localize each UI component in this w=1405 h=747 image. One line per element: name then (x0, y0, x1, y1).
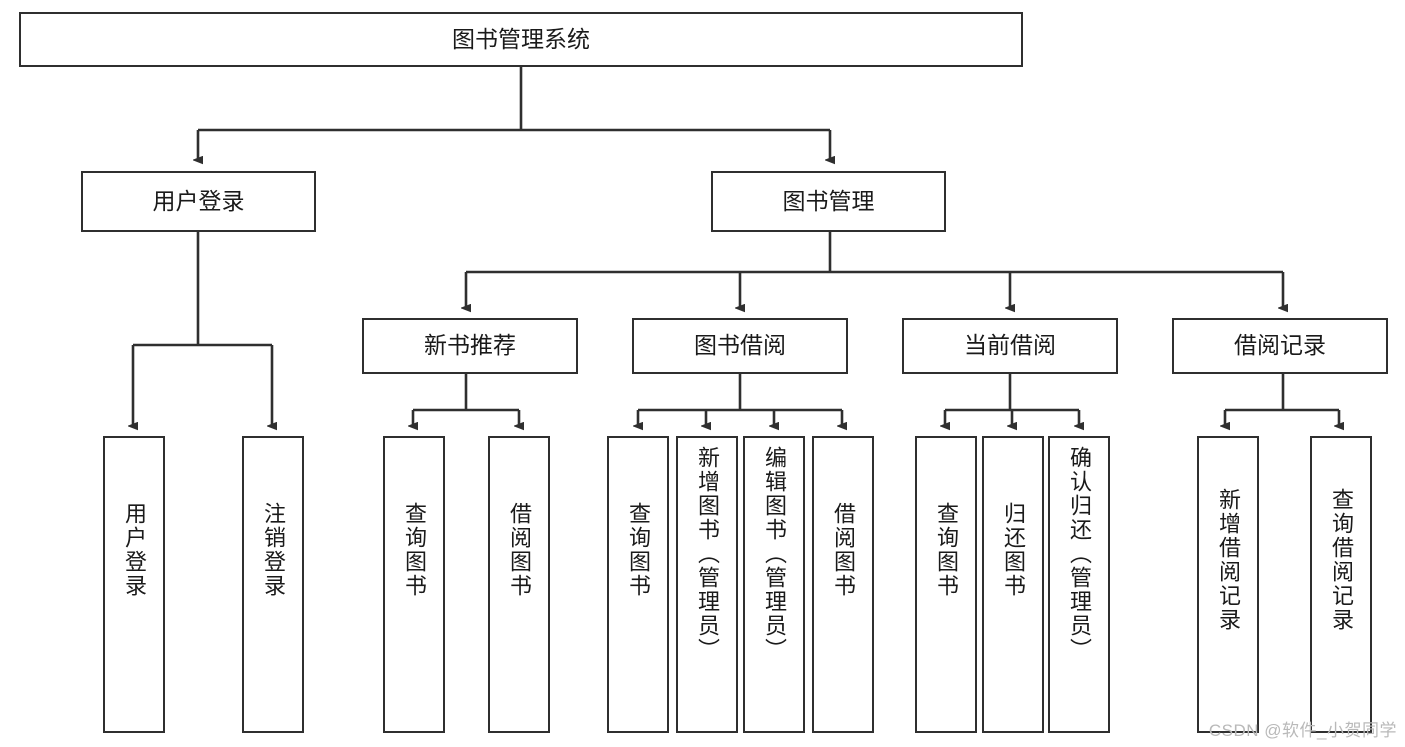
node-label: 借阅记录 (1234, 332, 1326, 359)
node-root-book-management-system[interactable]: 图书管理系统 (19, 12, 1023, 67)
node-book-borrow[interactable]: 图书借阅 (632, 318, 848, 374)
node-new-book-recommend[interactable]: 新书推荐 (362, 318, 578, 374)
node-label: 编辑图书（管理员） (762, 446, 787, 662)
node-leaf-logout-login[interactable]: 注销登录 (242, 436, 304, 733)
node-leaf-query-book-borrow[interactable]: 查询图书 (607, 436, 669, 733)
node-leaf-query-borrow-record[interactable]: 查询借阅记录 (1310, 436, 1372, 733)
node-label: 新增借阅记录 (1216, 488, 1241, 632)
node-leaf-add-borrow-record[interactable]: 新增借阅记录 (1197, 436, 1259, 733)
node-label: 确认归还（管理员） (1067, 446, 1092, 662)
node-label: 归还图书 (1001, 502, 1026, 598)
node-user-login[interactable]: 用户登录 (81, 171, 316, 232)
node-leaf-query-book-current[interactable]: 查询图书 (915, 436, 977, 733)
node-leaf-borrow-book[interactable]: 借阅图书 (812, 436, 874, 733)
node-leaf-add-book-admin[interactable]: 新增图书（管理员） (676, 436, 738, 733)
node-label: 当前借阅 (964, 332, 1056, 359)
node-leaf-user-login[interactable]: 用户登录 (103, 436, 165, 733)
node-leaf-borrow-book-recommend[interactable]: 借阅图书 (488, 436, 550, 733)
node-leaf-query-book-recommend[interactable]: 查询图书 (383, 436, 445, 733)
node-label: 图书管理 (782, 187, 875, 214)
node-label: 查询图书 (626, 502, 651, 598)
node-label: 新增图书（管理员） (695, 446, 720, 662)
node-leaf-edit-book-admin[interactable]: 编辑图书（管理员） (743, 436, 805, 733)
node-label: 图书管理系统 (452, 25, 590, 52)
node-book-management[interactable]: 图书管理 (711, 171, 946, 232)
node-leaf-return-book[interactable]: 归还图书 (982, 436, 1044, 733)
node-current-borrow[interactable]: 当前借阅 (902, 318, 1118, 374)
node-borrow-record[interactable]: 借阅记录 (1172, 318, 1388, 374)
node-label: 借阅图书 (507, 502, 532, 598)
watermark: CSDN @软件_小贺同学 (1208, 721, 1397, 740)
node-label: 查询借阅记录 (1329, 488, 1354, 632)
node-label: 查询图书 (402, 502, 427, 598)
node-label: 查询图书 (934, 502, 959, 598)
node-label: 用户登录 (122, 502, 147, 598)
node-label: 图书借阅 (694, 332, 786, 359)
node-leaf-confirm-return-admin[interactable]: 确认归还（管理员） (1048, 436, 1110, 733)
node-label: 新书推荐 (424, 332, 516, 359)
node-label: 注销登录 (261, 502, 286, 598)
node-label: 借阅图书 (831, 502, 856, 598)
node-label: 用户登录 (152, 187, 245, 214)
